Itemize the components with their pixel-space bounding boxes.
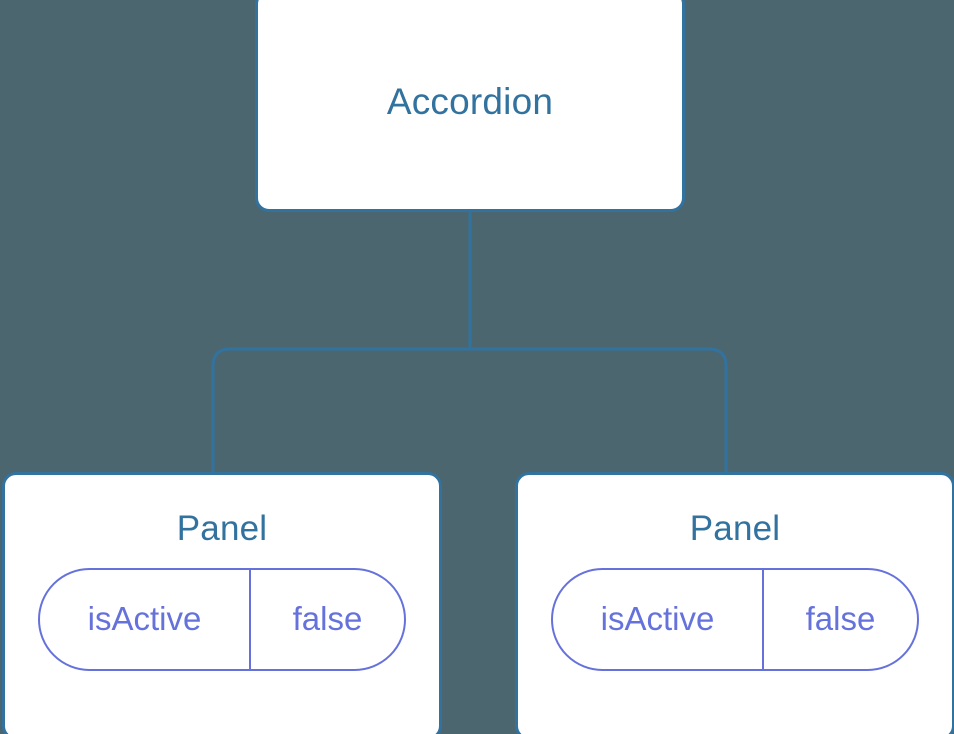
state-pill-panel-2-value: false [805, 600, 876, 637]
node-accordion-title: Accordion [386, 80, 554, 122]
node-accordion[interactable]: Accordion [255, 0, 685, 212]
node-panel-1[interactable]: Panel isActive false [2, 472, 442, 734]
node-panel-2[interactable]: Panel isActive false [515, 472, 954, 734]
state-pill-panel-1[interactable]: isActive false [38, 568, 406, 671]
state-pill-panel-1-value: false [292, 600, 363, 637]
state-pill-panel-2[interactable]: isActive false [551, 568, 919, 671]
node-panel-2-title: Panel [689, 509, 781, 548]
connector-branch-bus [211, 347, 728, 472]
state-pill-panel-1-key: isActive [40, 570, 251, 669]
node-panel-1-title: Panel [176, 509, 268, 548]
state-pill-panel-2-key: isActive [553, 570, 764, 669]
